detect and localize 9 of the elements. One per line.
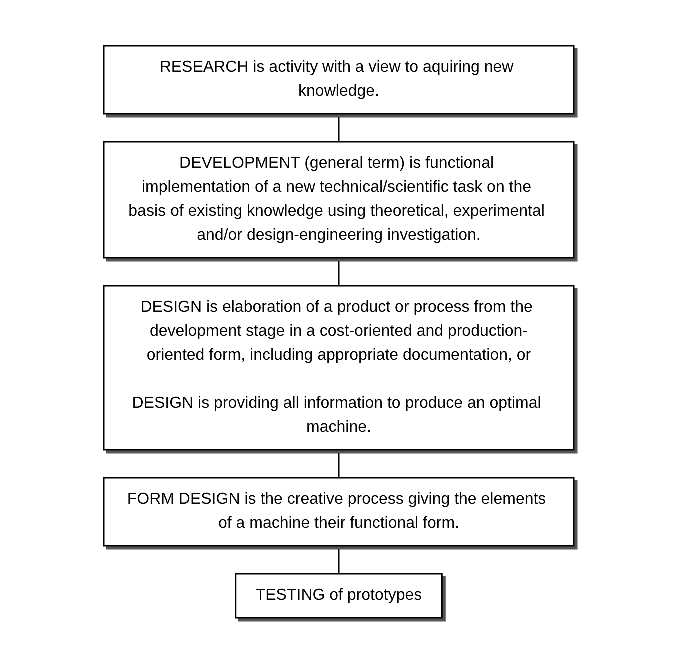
node-box: DESIGN is elaboration of a product or process from the development stage in a cost-oriented and production-oriented form, including appropriate documentation, or DESIGN is providing all information to produce an optimal machine. [103,285,575,451]
node-box: DEVELOPMENT (general term) is functional implementation of a new technical/scientific task on the basis of existing knowledge using theoretical, experimental and/or design-engineering investigation. [103,141,575,259]
connector [338,258,340,286]
node-box: TESTING of prototypes [235,573,443,619]
connector [338,546,340,574]
node-box: RESEARCH is activity with a view to aquiring new knowledge. [103,45,575,115]
node-box: FORM DESIGN is the creative process giving the elements of a machine their functional form. [103,477,575,547]
connector [338,450,340,478]
connector [338,114,340,142]
